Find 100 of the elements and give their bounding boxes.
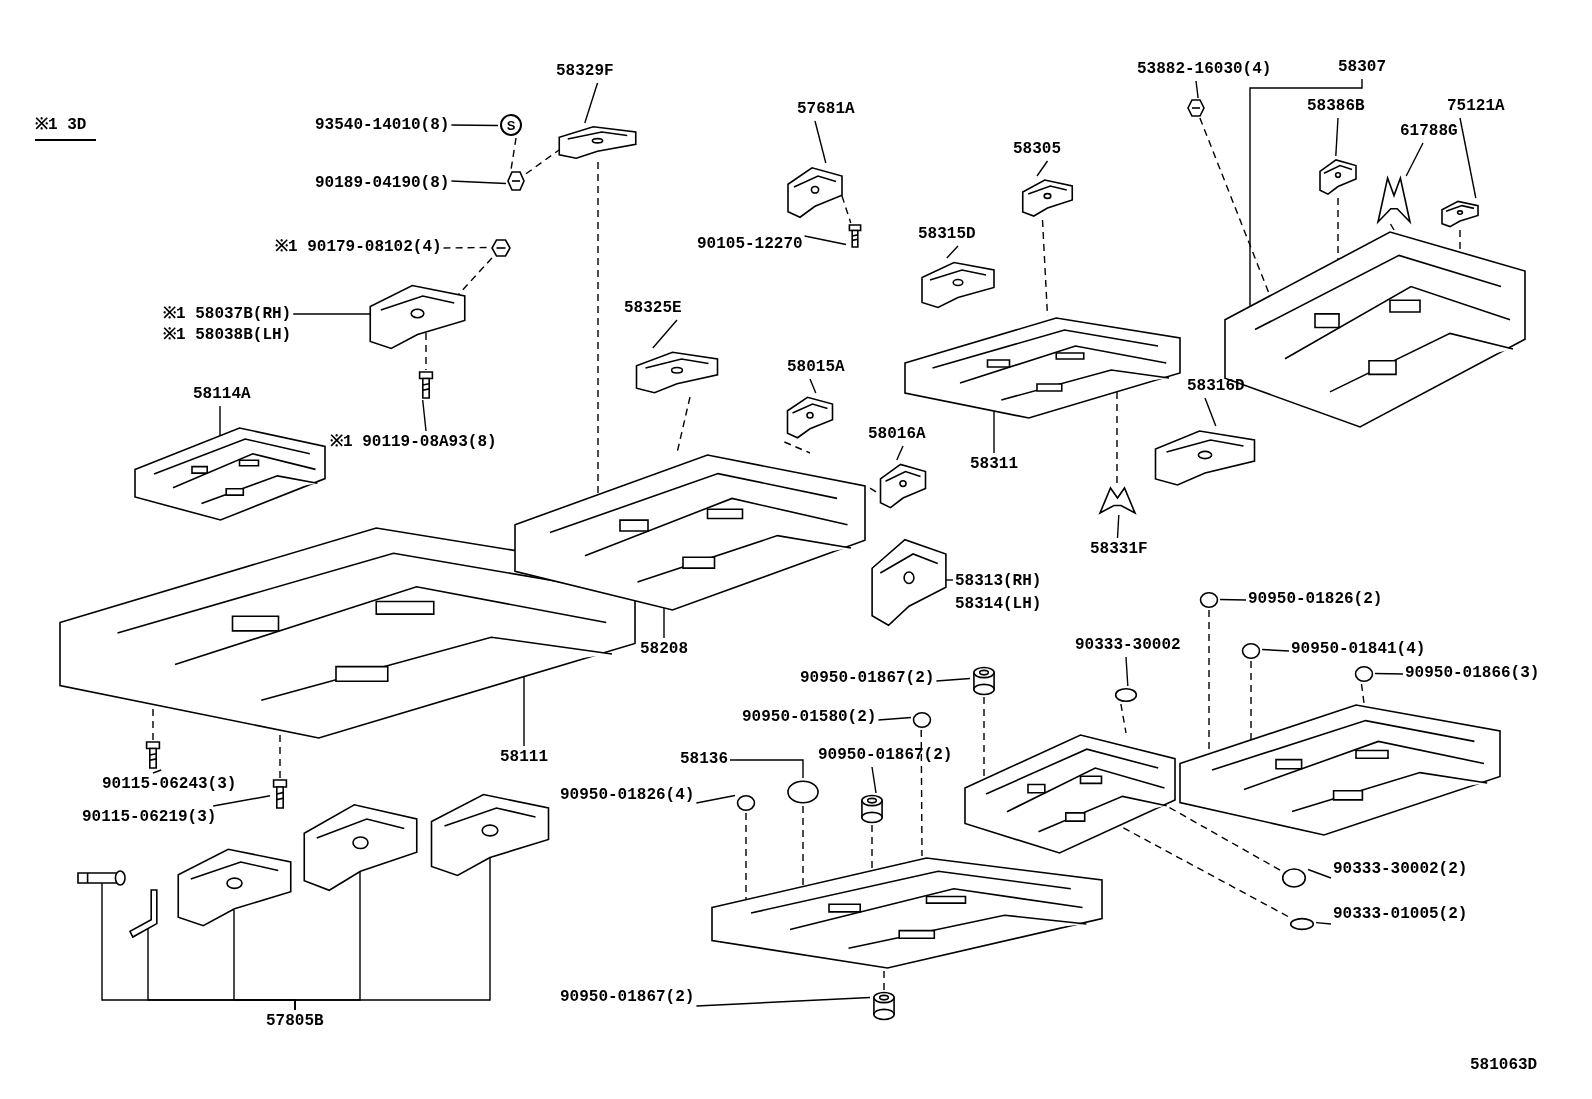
clip-drawing (1100, 488, 1135, 513)
nut-drawing (508, 172, 524, 190)
part-number: 58136 (680, 750, 728, 769)
part-number: 58313(RH) (955, 572, 1042, 591)
bracket-drawing (878, 462, 928, 510)
leader-line (450, 180, 507, 185)
leader-line (422, 399, 427, 432)
part-number: 57681A (797, 100, 855, 119)
bracket-drawing (1440, 200, 1480, 228)
leader-line (695, 996, 871, 1007)
grommet-drawing (872, 992, 896, 1020)
leader-line (1219, 598, 1247, 601)
dashed-leader-line (1120, 703, 1127, 734)
leader-line (1315, 921, 1332, 925)
panel-drawing (1180, 705, 1500, 835)
part-number: ※1 90179-08102(4) (275, 238, 442, 257)
leader-line (935, 677, 971, 682)
plug-drawing (1282, 868, 1306, 888)
part-number: 90189-04190(8) (315, 174, 450, 193)
part-number: 58016A (868, 425, 926, 444)
part-number: 58329F (556, 62, 614, 81)
plug-drawing (787, 780, 819, 804)
part-number: 58114A (193, 385, 251, 404)
panel-drawing (965, 735, 1175, 853)
part-number: 58311 (970, 455, 1018, 474)
leader-line (450, 124, 499, 127)
bolt-drawing (145, 742, 161, 768)
dashed-leader-line (425, 332, 427, 371)
part-number: 90950-01867(2) (818, 746, 953, 765)
panel-drawing (905, 318, 1180, 418)
plug-drawing (737, 795, 755, 811)
panel-drawing (515, 455, 865, 610)
plug-drawing (913, 712, 931, 728)
bracket-drawing (555, 125, 640, 160)
leader-line (946, 245, 959, 259)
part-number: 58316D (1187, 377, 1245, 396)
part-number: ※1 90119-08A93(8) (330, 433, 497, 452)
leader-line (993, 410, 995, 454)
bolt-drawing (418, 372, 434, 398)
leader-line (945, 579, 954, 581)
bracket-drawing (785, 395, 835, 440)
note-text: ※1 3D (35, 116, 97, 141)
leader-line (294, 857, 491, 1011)
dashed-leader-line (457, 257, 493, 296)
part-number: 90333-30002 (1075, 636, 1181, 655)
dashed-leader-line (745, 812, 747, 901)
leader-line (1459, 117, 1477, 199)
part-number: 90950-01867(2) (560, 988, 695, 1007)
dashed-leader-line (920, 729, 923, 857)
leader-line (896, 445, 904, 461)
leader-line (292, 313, 371, 315)
dashed-leader-line (510, 137, 517, 171)
part-number: 90950-01826(4) (560, 786, 695, 805)
part-number: 90105-12270 (697, 235, 803, 254)
dashed-leader-line (597, 161, 599, 496)
leader-line (695, 794, 736, 804)
dashed-leader-line (841, 195, 852, 224)
part-number: 90333-30002(2) (1333, 860, 1468, 879)
dashed-leader-line (802, 805, 804, 888)
leader-line (1261, 648, 1290, 652)
leader-line (1204, 397, 1217, 427)
part-number: 58386B (1307, 97, 1365, 116)
leader-line (871, 766, 877, 794)
part-number: 58331F (1090, 540, 1148, 559)
leader-line (803, 235, 847, 246)
nut-drawing (1188, 100, 1204, 116)
part-number: 90950-01867(2) (800, 669, 935, 688)
leader-line (652, 319, 678, 349)
part-number: 90950-01866(3) (1405, 664, 1540, 683)
part-number: 75121A (1447, 97, 1505, 116)
dashed-leader-line (1360, 683, 1365, 704)
leader-line (152, 769, 162, 774)
panel-drawing (712, 858, 1102, 968)
part-number: 58208 (640, 640, 688, 659)
part-number: 90950-01580(2) (742, 708, 877, 727)
leader-line (1036, 160, 1049, 177)
part-number: 90950-01841(4) (1291, 640, 1426, 659)
leader-line (1249, 78, 1363, 307)
bracket-drawing (785, 165, 845, 220)
leader-line (1335, 117, 1339, 157)
part-number: 93540-14010(8) (315, 116, 450, 135)
plug-drawing (1290, 918, 1314, 930)
part-number: 61788G (1400, 122, 1458, 141)
leader-line (1116, 514, 1120, 539)
leader-line (1195, 80, 1199, 99)
part-number: 58015A (787, 358, 845, 377)
part-number: 90333-01005(2) (1333, 905, 1468, 924)
dashed-leader-line (783, 441, 811, 454)
leader-line (1405, 142, 1424, 177)
part-number: 57805B (266, 1012, 324, 1031)
part-number: 90115-06243(3) (102, 775, 237, 794)
grommet-drawing (972, 667, 996, 695)
leader-line (729, 759, 804, 779)
leader-line (584, 82, 599, 124)
leader-line (212, 795, 271, 807)
grommet-drawing (860, 795, 884, 823)
nut-drawing (492, 240, 510, 256)
leader-line (814, 120, 827, 164)
part-number: ※1 58037B(RH) (163, 305, 292, 324)
bracket-drawing (1020, 178, 1075, 218)
